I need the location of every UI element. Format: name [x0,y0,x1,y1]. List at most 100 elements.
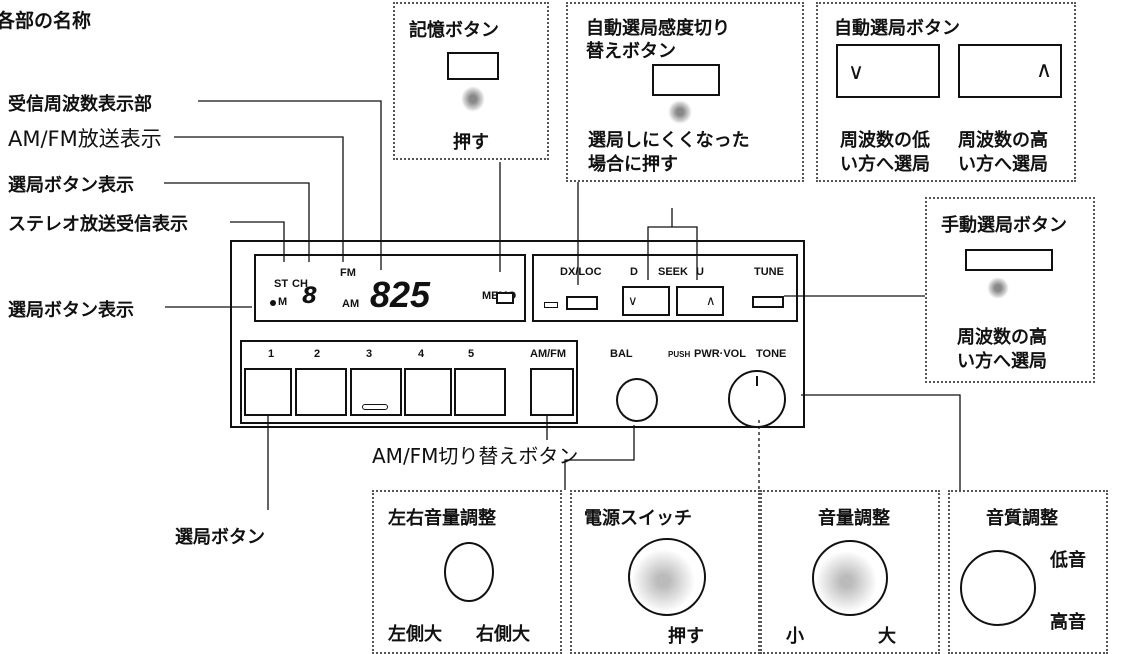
push-label: PUSH [668,350,691,359]
seek-high-2: い方へ選局 [958,154,1048,175]
power-action: 押す [668,626,704,647]
seek-label: SEEK [658,266,688,278]
ch-display-label: 選局ボタン表示 [8,175,134,196]
amfm-switch-label: AM/FM切り替えボタン [372,444,579,468]
knob-illustration [628,538,706,616]
memory-callout: 記憶ボタン 押す [393,2,549,160]
m-indicator: M [278,296,288,308]
preset-display-label: 選局ボタン表示 [8,300,134,321]
knob-illustration [444,542,494,602]
preset-label-2: 2 [314,348,321,360]
volume-high: 大 [878,626,896,647]
knob-pointer [756,376,758,386]
balance-left: 左側大 [388,624,442,645]
preset-label-4: 4 [418,348,425,360]
volume-callout: 音量調整 小 大 [760,490,940,654]
dx-desc-1: 選局しにくくなった [588,130,750,151]
tune-desc-1: 周波数の高 [957,327,1047,348]
tone-treble: 高音 [1050,612,1086,633]
power-callout: 電源スイッチ 押す [570,490,760,654]
chevron-down-icon: ∨ [628,294,638,309]
preset-label-3: 3 [366,348,373,360]
power-title: 電源スイッチ [584,508,692,529]
tone-label: TONE [756,348,787,360]
balance-title: 左右音量調整 [388,508,496,529]
dx-callout: 自動選局感度切り 替えボタン 選局しにくくなった 場合に押す [566,2,804,182]
finger-icon [987,277,1009,299]
amfm-display-label: AM/FM放送表示 [8,127,162,151]
tune-label: TUNE [754,266,784,278]
finger-icon [668,100,692,124]
memo-button[interactable] [496,292,514,304]
page-title: 各部の名称 [0,10,92,32]
seek-down-button[interactable]: ∨ [622,286,670,316]
freq-display-label: 受信周波数表示部 [8,94,152,115]
power-volume-tone-knob[interactable] [728,370,786,428]
display-panel: ST CH FM M 8 AM 825 MEMO [254,254,526,322]
channel-number: 8 [302,284,318,309]
finger-icon [461,86,485,112]
dx-title-2: 替えボタン [586,41,676,62]
st-indicator: ST [274,278,289,290]
dx-title-1: 自動選局感度切り [586,18,730,39]
seek-high-1: 周波数の高 [958,130,1048,151]
memory-dot [270,300,276,306]
balance-knob[interactable] [616,378,658,422]
seek-low-2: い方へ選局 [840,154,930,175]
ch-indicator: CH [292,278,308,290]
stereo-display-label: ステレオ放送受信表示 [8,214,188,235]
balance-callout: 左右音量調整 左側大 右側大 [372,490,562,654]
volume-low: 小 [786,626,804,647]
bal-label: BAL [610,348,633,360]
chevron-up-icon: ∧ [1036,58,1053,83]
chevron-down-icon: ∨ [848,60,865,85]
dx-button-illustration [652,64,720,96]
preset-label-1: 1 [268,348,275,360]
preset-button-2[interactable] [295,368,347,416]
seek-up-button[interactable]: ∧ [676,286,724,316]
tune-title: 手動選局ボタン [941,215,1067,236]
seek-down-illustration: ∨ [836,44,940,98]
seek-low-1: 周波数の低 [840,130,930,151]
radio-faceplate: ST CH FM M 8 AM 825 MEMO DX/LOC D SEEK U… [230,240,805,428]
tune-desc-2: い方へ選局 [957,351,1047,372]
preset-panel [240,340,578,424]
knob-illustration [812,540,888,616]
dxloc-label: DX/LOC [560,266,602,278]
seek-d-label: D [630,266,638,278]
seek-callout: 自動選局ボタン ∨ ∧ 周波数の低 い方へ選局 周波数の高 い方へ選局 [816,2,1076,182]
dx-indicator [544,302,558,308]
volume-title: 音量調整 [818,508,890,529]
preset-button-4[interactable] [404,368,452,416]
preset-buttons-label: 選局ボタン [175,527,265,548]
am-indicator: AM [342,298,360,310]
memory-title: 記憶ボタン [409,20,499,41]
button-notch [362,404,388,410]
amfm-label: AM/FM [530,348,567,360]
frequency-readout: 825 [370,274,431,315]
tone-bass: 低音 [1050,550,1086,571]
tune-callout: 手動選局ボタン 周波数の高 い方へ選局 [925,197,1095,383]
preset-button-5[interactable] [454,368,506,416]
preset-button-3[interactable] [350,368,402,416]
dxloc-button[interactable] [566,296,598,310]
fm-indicator: FM [340,267,356,279]
tune-button-illustration [965,249,1053,271]
amfm-button[interactable] [530,368,574,416]
memory-action: 押す [453,132,489,153]
balance-right: 右側大 [476,624,530,645]
preset-label-5: 5 [468,348,475,360]
dx-desc-2: 場合に押す [588,154,678,175]
memory-button-illustration [447,52,499,80]
seek-u-label: U [696,266,704,278]
control-panel: DX/LOC D SEEK U ∨ ∧ TUNE [532,254,798,322]
tune-button[interactable] [752,296,784,308]
seek-title: 自動選局ボタン [834,18,960,39]
tone-title: 音質調整 [986,508,1058,529]
knob-illustration [960,550,1036,626]
pwr-label: PWR·VOL [694,348,746,360]
chevron-up-icon: ∧ [706,294,716,309]
preset-button-1[interactable] [244,368,292,416]
seek-up-illustration: ∧ [958,44,1062,98]
tone-callout: 音質調整 低音 高音 [948,490,1108,654]
